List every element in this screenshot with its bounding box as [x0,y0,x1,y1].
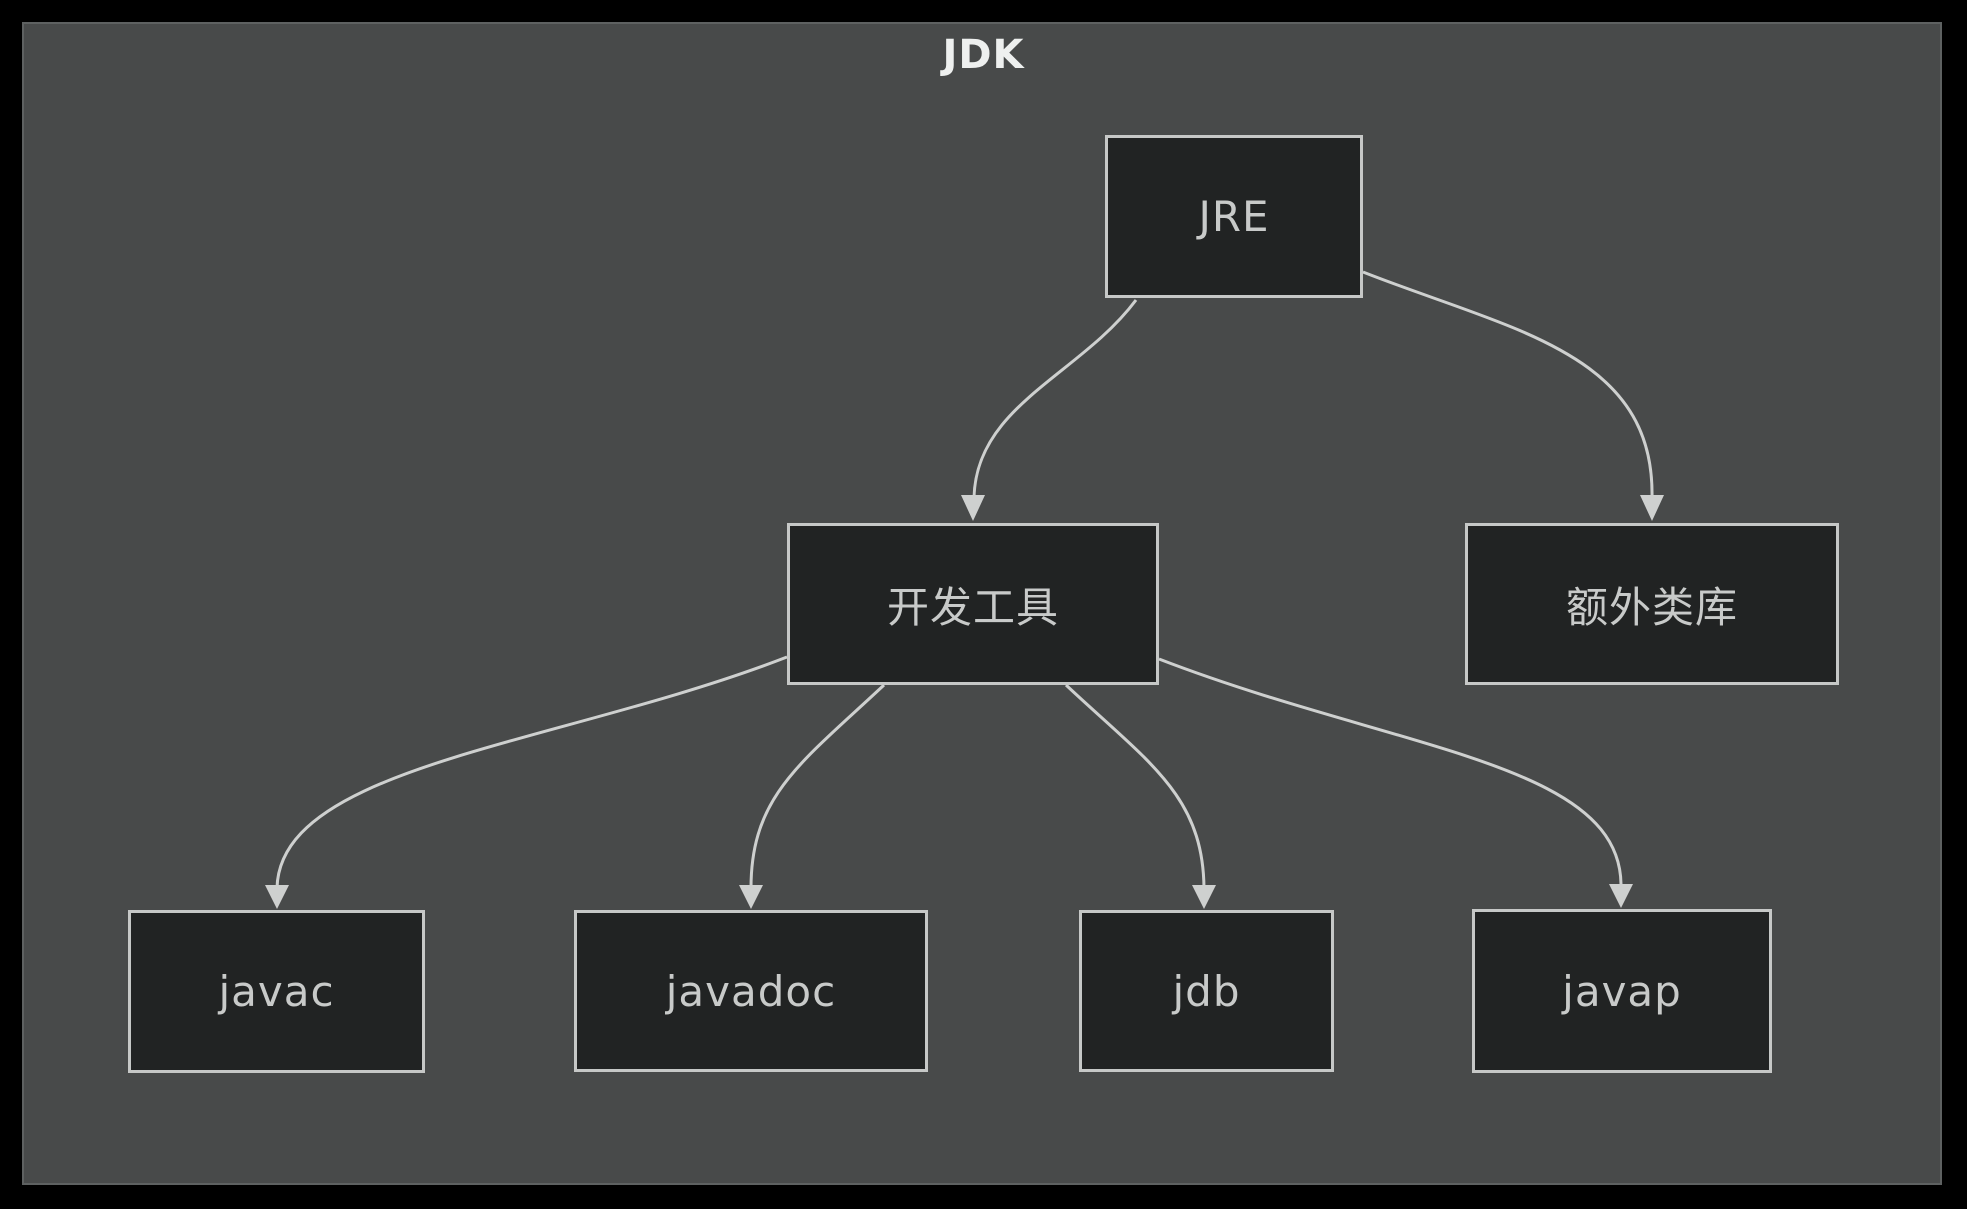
node-jdb: jdb [1079,910,1334,1072]
node-javac-label: javac [218,967,335,1016]
diagram-title: JDK [942,32,1025,78]
node-javadoc-label: javadoc [665,966,837,1016]
node-jdb-label: jdb [1172,966,1241,1016]
node-dev-tools-label: 开发工具 [886,582,1059,632]
node-jre-label: JRE [1198,192,1270,241]
node-javac: javac [128,910,425,1073]
node-javap: javap [1472,909,1772,1073]
node-jre: JRE [1105,135,1363,298]
node-dev-tools: 开发工具 [787,523,1159,685]
node-extra-libs: 额外类库 [1465,523,1839,685]
node-javadoc: javadoc [574,910,928,1072]
node-javap-label: javap [1562,966,1682,1016]
node-extra-libs-label: 额外类库 [1565,582,1738,632]
